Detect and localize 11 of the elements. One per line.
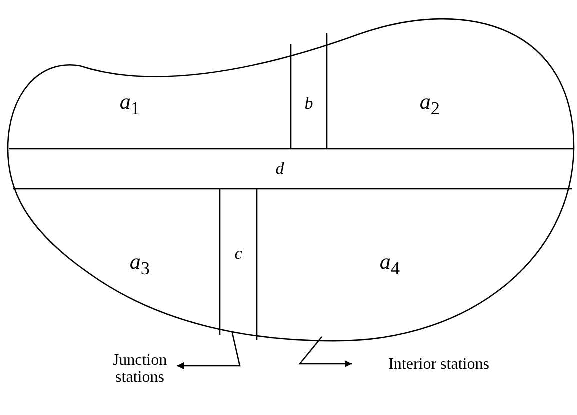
region-label: b	[294, 79, 324, 129]
leader-line	[298, 336, 352, 368]
region-label: a$_{4}$	[355, 239, 425, 289]
region-label: c	[223, 229, 254, 279]
region-label: a$_{1}$	[95, 79, 165, 129]
region-label: d	[230, 154, 330, 184]
station-label: Junction stations	[105, 350, 175, 388]
region-label: a$_{2}$	[395, 79, 465, 129]
region-label: a$_{3}$	[105, 239, 175, 289]
station-label: Interior stations	[354, 352, 524, 376]
leader-line	[177, 330, 241, 370]
